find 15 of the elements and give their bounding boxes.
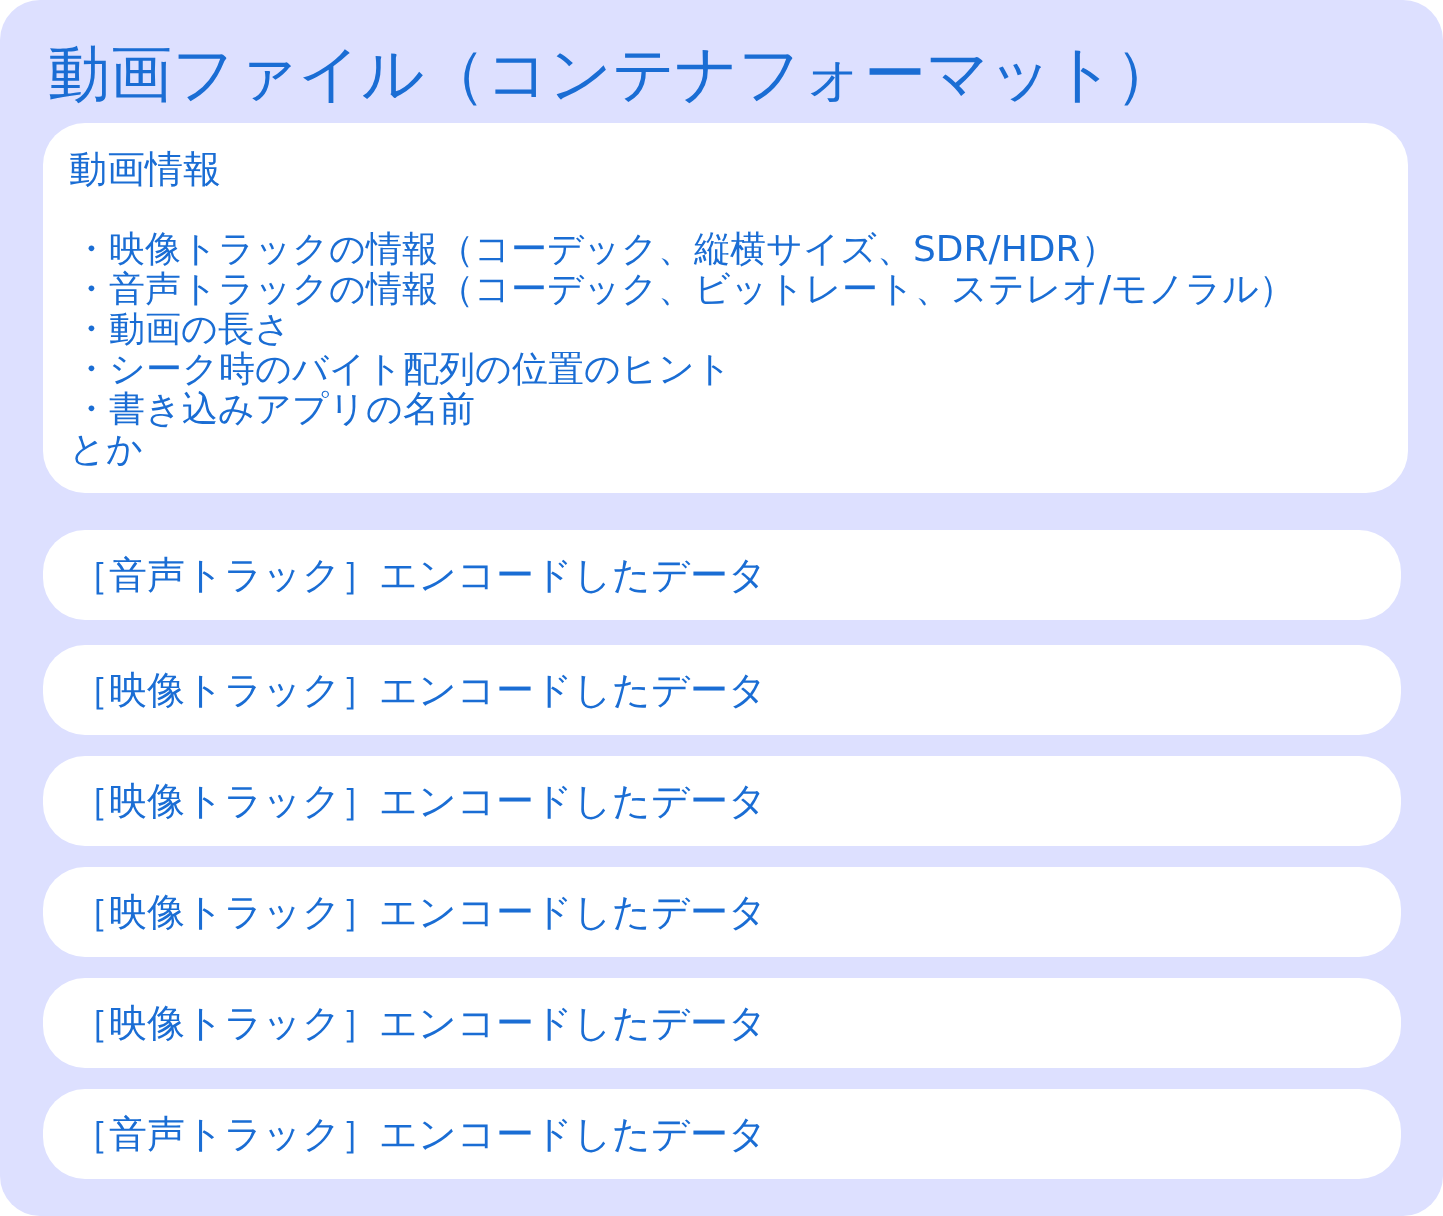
block-text: ［映像トラック］エンコードしたデータ	[71, 666, 767, 714]
list-item: ・動画の長さ	[73, 309, 291, 349]
container-heading: 動画ファイル（コンテナフォーマット）	[48, 36, 1177, 112]
list-item: ・書き込みアプリの名前	[73, 389, 475, 429]
info-panel	[43, 123, 1408, 493]
block-text: ［映像トラック］エンコードしたデータ	[71, 777, 767, 825]
note-text: とか	[69, 429, 143, 469]
list-item: ・映像トラックの情報（コーデック、縦横サイズ、SDR/HDR）	[73, 229, 1117, 269]
list-item: ・シーク時のバイト配列の位置のヒント	[73, 349, 732, 389]
block-text: ［映像トラック］エンコードしたデータ	[71, 888, 767, 936]
block-text: ［音声トラック］エンコードしたデータ	[71, 1110, 767, 1158]
block-text: ［映像トラック］エンコードしたデータ	[71, 999, 767, 1047]
section-heading: 動画情報	[69, 146, 221, 193]
block-text: ［音声トラック］エンコードしたデータ	[71, 551, 767, 599]
list-item: ・音声トラックの情報（コーデック、ビットレート、ステレオ/モノラル）	[73, 269, 1296, 309]
